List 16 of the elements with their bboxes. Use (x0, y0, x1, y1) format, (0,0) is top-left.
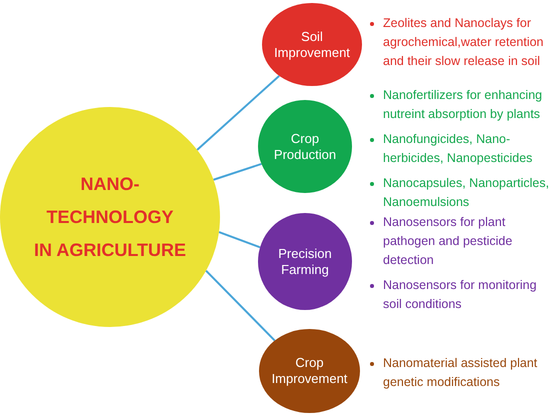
bullet-item: Nanocapsules, Nanoparticles, Nanoemulsions (368, 174, 552, 212)
bullet-item: Zeolites and Nanoclays for agrochemical,water retention and their slow release in soil (368, 14, 552, 71)
bullet-item: Nanofertilizers for enhancing nutreint absorption by plants (368, 86, 552, 124)
bullet-item: Nanofungicides, Nano-herbicides, Nanopesticides (368, 130, 552, 168)
connector-line (205, 270, 276, 342)
bullet-item: Nanosensors for monitoring soil conditions (368, 276, 552, 314)
circle-label: Crop Production (272, 130, 338, 162)
bullet-item: Nanomaterial assisted plant genetic modifications (368, 354, 552, 392)
circle-label: Crop Improvement (270, 355, 348, 387)
connector-line (196, 75, 280, 151)
connector-line (218, 231, 260, 248)
bullet-item: Nanosensors for plant pathogen and pesticide detection (368, 213, 552, 270)
circle-label: NANO-TECHNOLOGY IN AGRICULTURE (33, 172, 187, 262)
circle-label: Soil Improvement (273, 28, 351, 60)
connector-line (213, 162, 262, 181)
circle-label: Precision Farming (277, 246, 333, 278)
